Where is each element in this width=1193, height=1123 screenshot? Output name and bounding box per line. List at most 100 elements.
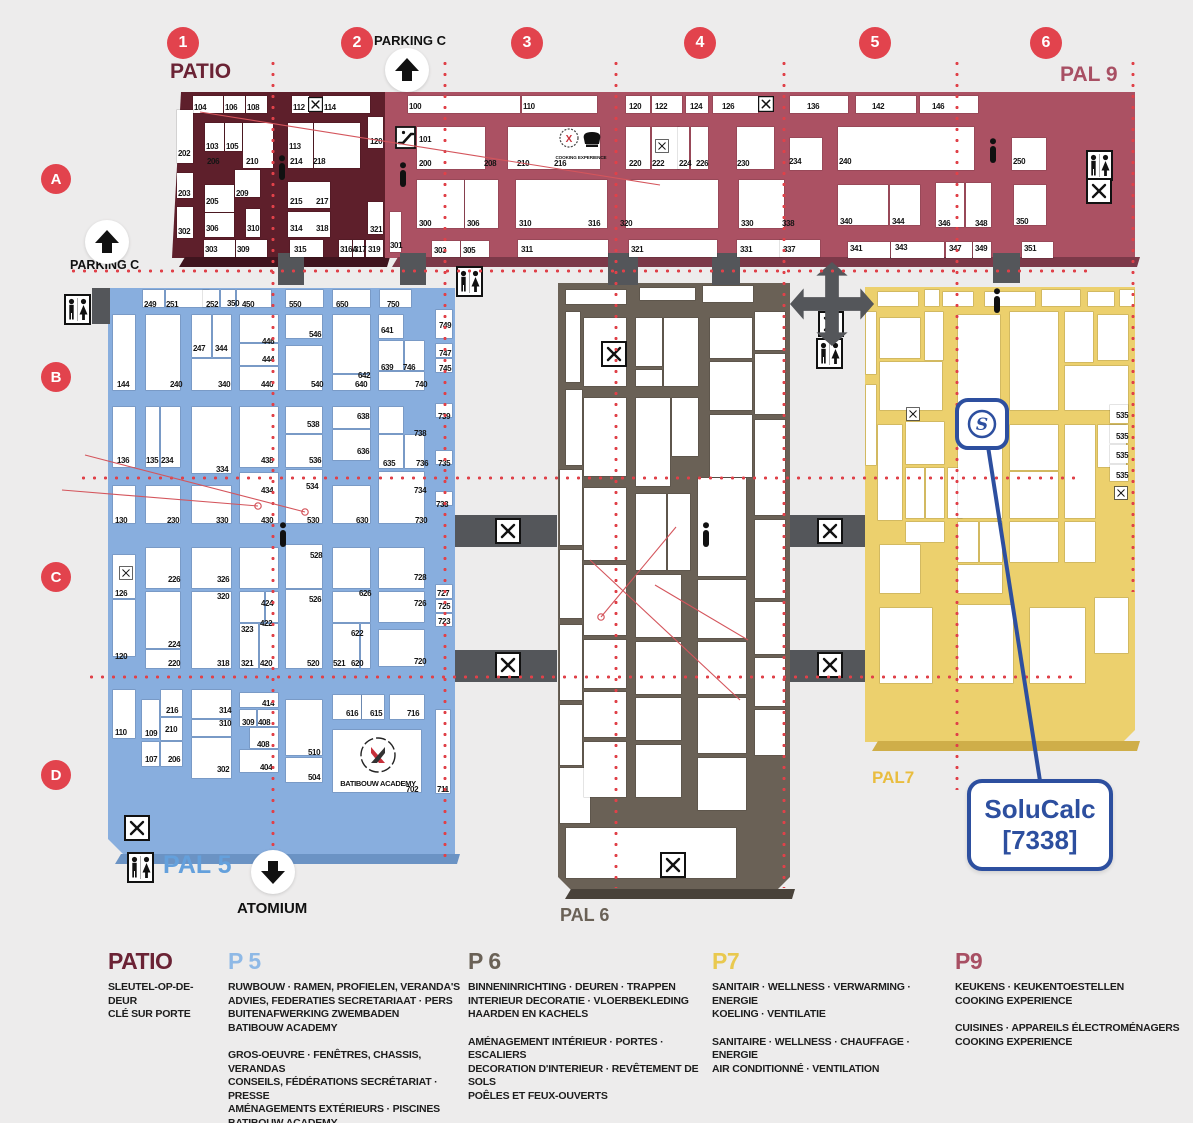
stand-box xyxy=(361,624,370,668)
stand-number: 209 xyxy=(236,189,249,198)
stand-number: 424 xyxy=(261,599,274,608)
stand-box xyxy=(710,362,752,410)
stand-box xyxy=(636,370,662,386)
stand-box xyxy=(755,312,785,350)
stand-number: 316A xyxy=(340,245,358,254)
stand-number: 321 xyxy=(370,225,383,234)
row-marker-A: A xyxy=(41,164,71,194)
stand-number: 218 xyxy=(313,157,326,166)
stand-box xyxy=(626,96,650,113)
stand-number: 302 xyxy=(217,765,230,774)
stand-box xyxy=(946,242,972,258)
legend-description: SANITAIRE · WELLNESS · CHAUFFAGE · ENERG… xyxy=(712,1035,910,1075)
stand-box xyxy=(1010,312,1058,410)
restaurant-icon xyxy=(495,652,521,683)
stand-number: 146 xyxy=(932,102,945,111)
stand-number: 306 xyxy=(467,219,480,228)
stand-box xyxy=(848,242,890,258)
stand-number: 616 xyxy=(346,709,359,718)
stand-number: 314 xyxy=(290,224,303,233)
stand-number: 730 xyxy=(415,516,428,525)
stand-number: 321 xyxy=(631,245,644,254)
stand-number: 130 xyxy=(115,516,128,525)
stand-number: 310 xyxy=(247,224,260,233)
stand-box xyxy=(636,698,681,740)
stand-number: 300 xyxy=(419,219,432,228)
stand-number: 309 xyxy=(237,245,250,254)
stand-box xyxy=(240,344,278,365)
stand-box xyxy=(629,240,717,257)
stand-box xyxy=(1065,425,1095,518)
stand-box xyxy=(193,96,223,113)
stand-number: 310 xyxy=(219,719,232,728)
stand-number: 745 xyxy=(439,364,452,373)
solucalc-logo-icon: S xyxy=(967,409,997,439)
stand-number: 344 xyxy=(215,344,228,353)
stand-box xyxy=(652,96,682,113)
stand-box xyxy=(417,180,464,228)
hall-title-pal9: PAL 9 xyxy=(1060,63,1118,86)
stand-box xyxy=(790,96,848,113)
legend-title: P9 xyxy=(955,948,983,974)
solucalc-marker-icon: S xyxy=(955,398,1009,450)
stand-box xyxy=(203,290,219,307)
stand-number: 206 xyxy=(207,157,220,166)
atomium-label: ATOMIUM xyxy=(237,900,308,917)
stand-number: 230 xyxy=(167,516,180,525)
stand-box xyxy=(339,240,352,257)
parking-c-label-top: PARKING C xyxy=(374,33,446,48)
stand-box xyxy=(878,292,918,306)
stand-number: 351 xyxy=(1024,244,1037,253)
stand-number: 316 xyxy=(588,219,601,228)
stand-box xyxy=(1012,138,1046,170)
stand-number: 738 xyxy=(414,429,427,438)
stand-box xyxy=(691,127,708,169)
stand-box xyxy=(866,312,876,374)
stand-number: 240 xyxy=(839,157,852,166)
restaurant-icon xyxy=(124,815,150,846)
stand-box xyxy=(286,407,322,433)
stand-box xyxy=(379,548,424,588)
stand-number: 224 xyxy=(168,640,181,649)
stand-box xyxy=(566,290,626,304)
stand-box xyxy=(379,341,403,370)
stand-box xyxy=(161,407,180,467)
stand-number: 136 xyxy=(807,102,820,111)
stand-box xyxy=(192,315,211,357)
stand-box xyxy=(177,207,193,238)
hall-title-pal6: PAL 6 xyxy=(560,905,610,925)
stand-number: 521 xyxy=(333,659,346,668)
stand-box xyxy=(408,96,520,113)
stand-number: 142 xyxy=(872,102,885,111)
stand-number: 746 xyxy=(403,363,416,372)
stand-number: 310 xyxy=(519,219,532,228)
stand-number: 530 xyxy=(307,516,320,525)
stand-box xyxy=(686,96,708,113)
stand-box xyxy=(958,522,978,562)
stand-number: 100 xyxy=(409,102,422,111)
stand-number: 343 xyxy=(895,243,908,252)
stand-box xyxy=(213,315,231,357)
restaurant-small-icon xyxy=(1114,486,1128,505)
hall-connector xyxy=(92,288,110,324)
stand-box xyxy=(333,548,370,588)
stand-number: 214 xyxy=(290,157,303,166)
stand-number: 249 xyxy=(144,300,157,309)
stand-box xyxy=(584,398,626,476)
stand-number: 510 xyxy=(308,748,321,757)
restroom-icon xyxy=(456,266,483,302)
stand-box xyxy=(866,385,876,465)
stand-box xyxy=(333,290,370,307)
stand-box xyxy=(142,742,159,766)
stand-box xyxy=(755,658,785,706)
hall-connector xyxy=(712,253,740,285)
stand-box xyxy=(113,315,135,390)
stand-box xyxy=(780,240,820,257)
stand-number: 340 xyxy=(218,380,231,389)
stand-box xyxy=(405,435,424,468)
stand-box xyxy=(1110,445,1128,463)
stand-box xyxy=(379,407,403,433)
stand-box xyxy=(566,828,736,878)
stand-number: 206 xyxy=(168,755,181,764)
stand-number: 210 xyxy=(517,159,530,168)
